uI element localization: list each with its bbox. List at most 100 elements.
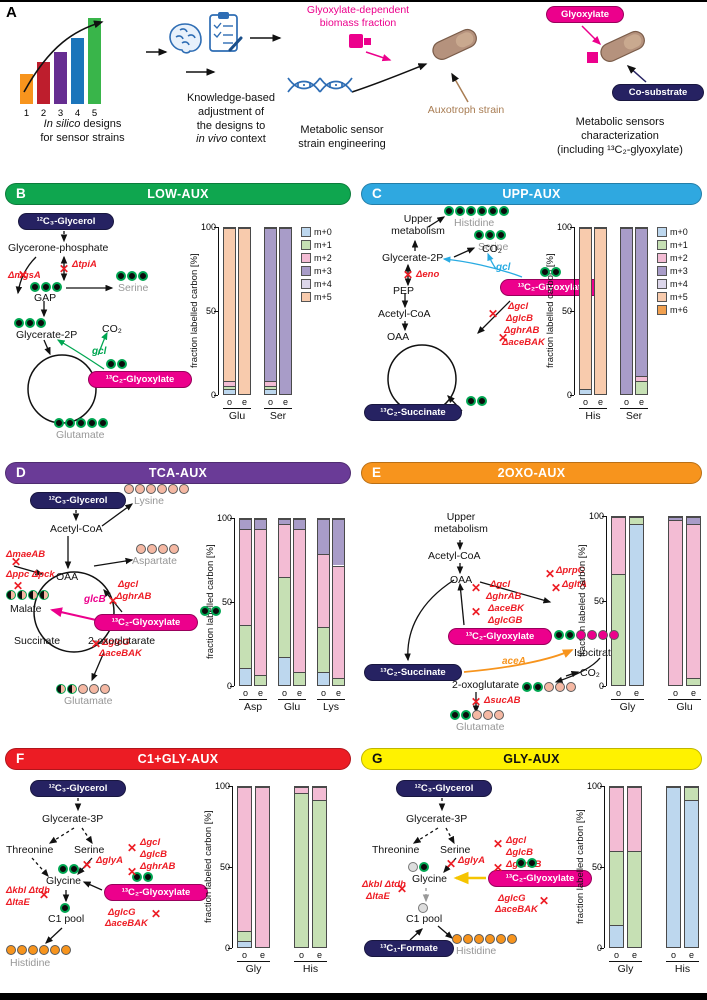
pathway-arrow bbox=[97, 331, 108, 356]
deletion-x-icon: ✕ bbox=[150, 907, 162, 921]
insilico-bar bbox=[71, 38, 84, 104]
legend-label: m+3 bbox=[670, 266, 688, 276]
legend-item: m+2 bbox=[301, 253, 332, 263]
carbon-dot-row bbox=[452, 934, 517, 944]
group-underline bbox=[609, 961, 642, 962]
bar-Asp-e bbox=[254, 518, 267, 686]
segment-m+3 bbox=[294, 519, 305, 529]
segment-m+3 bbox=[279, 519, 290, 524]
segment-m+3 bbox=[280, 228, 291, 394]
insilico-bar bbox=[88, 18, 101, 104]
deletion-label: ΔmgsA bbox=[8, 270, 41, 281]
deletion-x-icon: ✕ bbox=[550, 581, 562, 595]
segment-m+3 bbox=[333, 519, 344, 566]
carbon-dot bbox=[576, 630, 586, 640]
metabolite-label: Acetyl-CoA bbox=[428, 550, 481, 562]
deletion-label: Δgcl bbox=[490, 579, 511, 590]
auxotroph-arrow-icon bbox=[451, 72, 469, 103]
segment-m+1 bbox=[687, 678, 700, 685]
carbon-dot bbox=[533, 682, 543, 692]
substrate-pill: ¹³C₂-Succinate bbox=[364, 404, 462, 421]
carbon-dot-row bbox=[444, 206, 509, 216]
condition-label: o bbox=[242, 688, 248, 698]
insilico-bar-label: 1 bbox=[23, 108, 30, 119]
y-tick bbox=[600, 786, 604, 787]
carbon-dot bbox=[36, 318, 46, 328]
condition-label: e bbox=[633, 688, 639, 698]
deletion-label: Δkbl Δtdh bbox=[6, 885, 50, 896]
group-label: Asp bbox=[243, 701, 263, 713]
metabolite-label: CO₂ bbox=[102, 323, 122, 335]
carbon-dot bbox=[516, 858, 526, 868]
y-tick-label: 0 bbox=[587, 943, 602, 953]
pathway-arrow bbox=[477, 300, 511, 334]
metabolite-label: CO₂ bbox=[482, 243, 502, 255]
legend-swatch bbox=[657, 305, 667, 315]
carbon-dot bbox=[158, 544, 168, 554]
metabolite-label: Glycerate-2P bbox=[382, 252, 444, 264]
pathway-arrow bbox=[487, 252, 497, 270]
segment-m+5 bbox=[224, 228, 235, 381]
group-label: Glu bbox=[676, 701, 693, 713]
legend-swatch bbox=[657, 279, 667, 289]
carbon-dot bbox=[28, 945, 38, 955]
bar-Gly-o bbox=[611, 516, 626, 686]
carbon-dot bbox=[179, 484, 189, 494]
legend-swatch bbox=[301, 292, 311, 302]
group-underline bbox=[317, 699, 345, 700]
carbon-dot-row bbox=[124, 484, 189, 494]
legend-label: m+3 bbox=[314, 266, 332, 276]
y-axis bbox=[218, 227, 219, 395]
y-axis bbox=[232, 786, 233, 948]
carbon-dot bbox=[485, 934, 495, 944]
panel-title: LOW-AUX bbox=[147, 187, 209, 201]
panel-letter: E bbox=[372, 465, 382, 480]
deletion-x-icon: ✕ bbox=[492, 861, 504, 875]
segment-m+1 bbox=[628, 851, 641, 947]
carbon-dot bbox=[551, 267, 561, 277]
insilico-bar-label: 4 bbox=[74, 108, 81, 119]
deletion-label: ΔaceBK bbox=[488, 603, 524, 614]
group-underline bbox=[278, 699, 306, 700]
deletion-label: Δgcl bbox=[506, 835, 527, 846]
segment-m+2 bbox=[669, 520, 682, 685]
segment-m+5 bbox=[239, 228, 250, 394]
legend-label: m+2 bbox=[314, 253, 332, 263]
amino-acid-label: Aspartate bbox=[132, 555, 177, 567]
pathway-arrow bbox=[427, 216, 446, 228]
legend-swatch bbox=[301, 227, 311, 237]
carbon-dot bbox=[61, 945, 71, 955]
y-tick bbox=[602, 516, 606, 517]
deletion-label: ΔaceBAK bbox=[99, 648, 142, 659]
segment-m+1 bbox=[333, 678, 344, 685]
legend-label: m+1 bbox=[314, 240, 332, 250]
carbon-dot bbox=[6, 590, 16, 600]
carbon-dot bbox=[507, 934, 517, 944]
insilico-bar bbox=[20, 74, 33, 104]
pathway-arrow bbox=[81, 827, 93, 845]
carbon-dot bbox=[474, 934, 484, 944]
pathway-arrow bbox=[77, 857, 93, 875]
carbon-dot-row bbox=[408, 862, 429, 872]
segment-m+3 bbox=[255, 519, 266, 529]
carbon-dot bbox=[496, 230, 506, 240]
metabolite-label: CO₂ bbox=[580, 667, 600, 679]
deletion-label: ΔghrAB bbox=[504, 325, 540, 336]
carbon-dot bbox=[566, 682, 576, 692]
condition-label: o bbox=[670, 950, 676, 960]
pathway-arrow bbox=[48, 827, 75, 844]
y-tick bbox=[214, 395, 218, 396]
legend-swatch bbox=[657, 253, 667, 263]
metabolite-label: Glycine bbox=[46, 875, 82, 887]
legend-label: m+2 bbox=[670, 253, 688, 263]
segment-m+2 bbox=[294, 528, 305, 672]
condition-label: o bbox=[226, 397, 232, 407]
segment-m+2 bbox=[279, 524, 290, 578]
carbon-dot bbox=[116, 271, 126, 281]
metabolite-label: OAA bbox=[387, 331, 410, 343]
segment-m+1 bbox=[612, 574, 625, 685]
carbon-dot bbox=[554, 630, 564, 640]
y-axis bbox=[604, 786, 605, 948]
segment-m+2 bbox=[238, 787, 251, 931]
